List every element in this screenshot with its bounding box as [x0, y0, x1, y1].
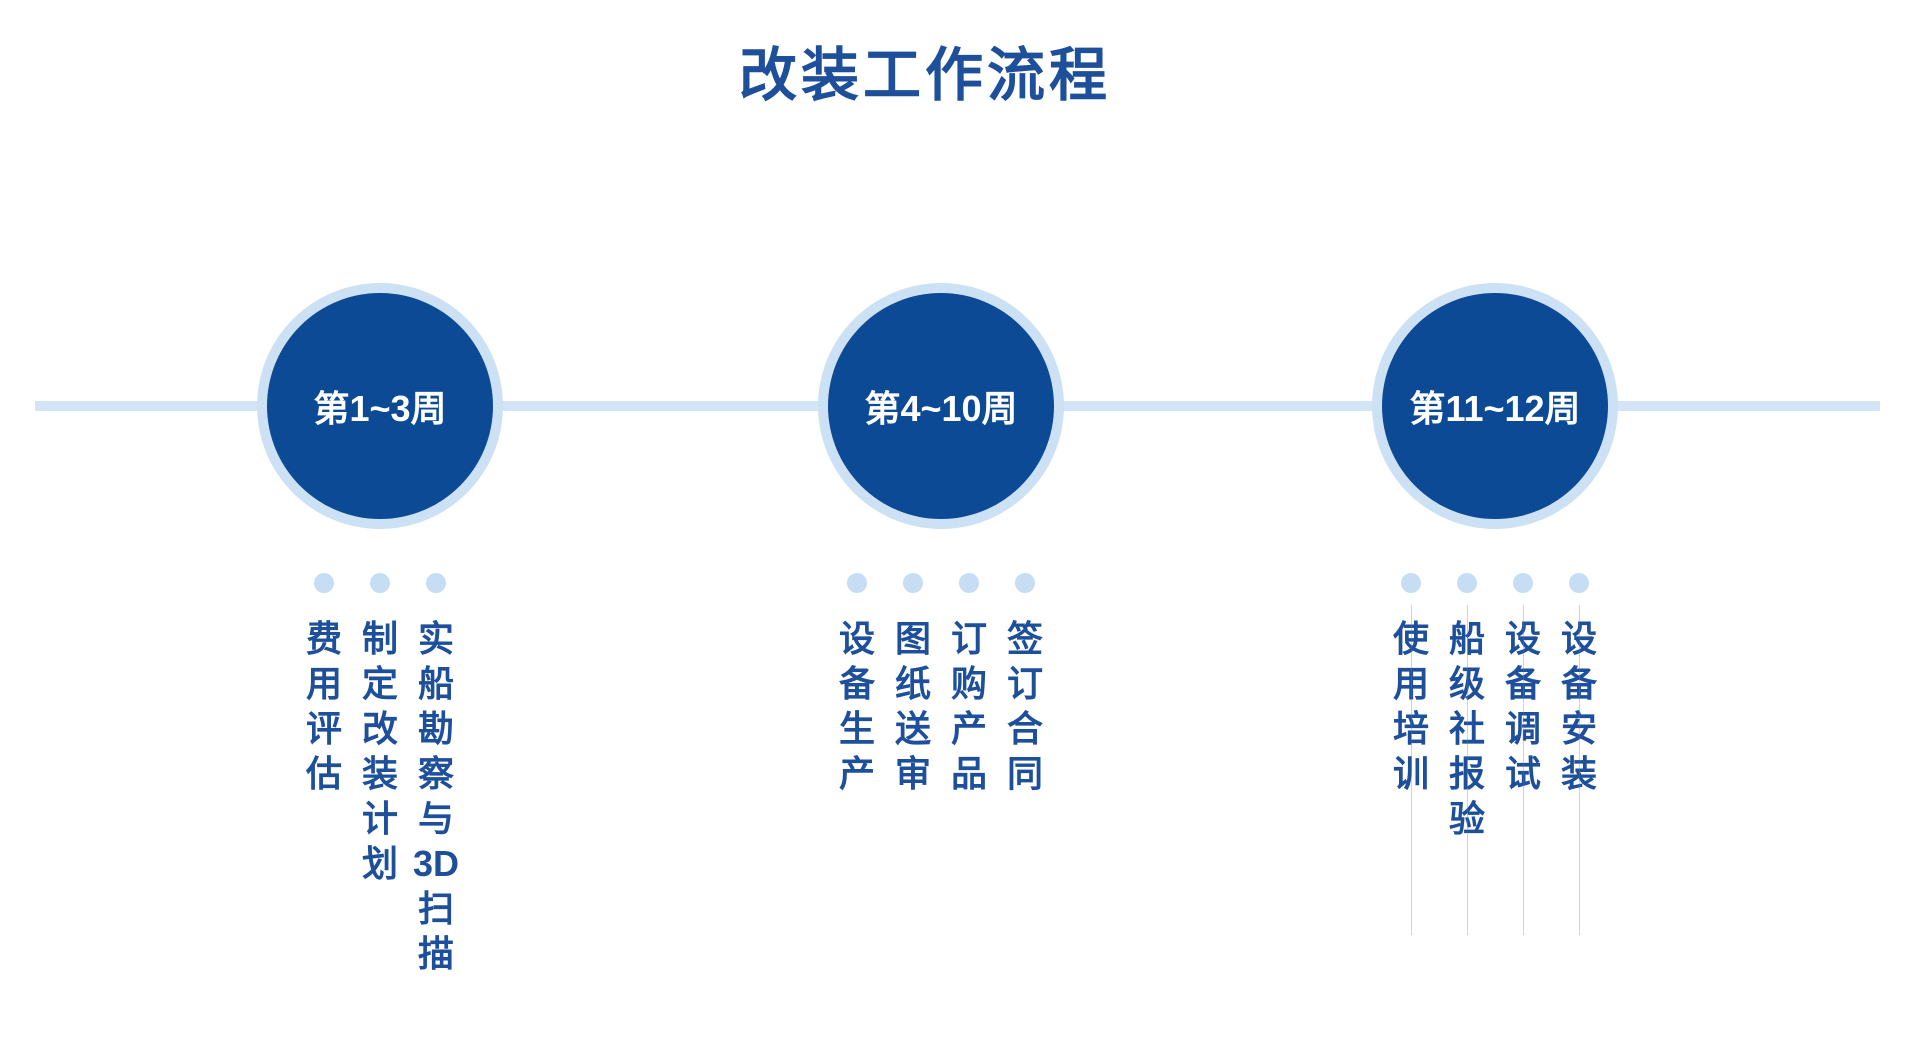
stage-period-label: 第4~10周 — [864, 388, 1018, 429]
task-label-vertical: 订购产品 — [950, 618, 987, 794]
task-column: 设备生产 — [829, 573, 885, 793]
task-label-vertical: 使用培训 — [1392, 618, 1429, 794]
stage-period-label: 第1~3周 — [313, 388, 447, 429]
timeline-dot — [370, 573, 390, 593]
task-column: 设备调试 — [1495, 573, 1551, 935]
timeline-dot — [903, 573, 923, 593]
task-column: 制定改装计划 — [352, 573, 408, 973]
task-group-week4-10: 签订合同 订购产品 图纸送审 设备生产 — [829, 573, 1053, 793]
stage-circle-week4-10: 第4~10周 — [828, 293, 1054, 519]
task-column: 订购产品 — [941, 573, 997, 793]
timeline-dot — [314, 573, 334, 593]
timeline-dot — [847, 573, 867, 593]
task-column: 费用评估 — [296, 573, 352, 973]
task-label-vertical: 船级社报验 — [1448, 618, 1485, 839]
stage-period-label: 第11~12周 — [1409, 388, 1581, 429]
task-label-vertical: 图纸送审 — [894, 618, 931, 794]
timeline-dot — [959, 573, 979, 593]
task-column: 船级社报验 — [1439, 573, 1495, 935]
task-label-vertical: 设备调试 — [1504, 618, 1541, 794]
timeline-dot — [1513, 573, 1533, 593]
task-column: 使用培训 — [1383, 573, 1439, 935]
task-group-week11-12: 设备安装 设备调试 船级社报验 使用培训 — [1383, 573, 1607, 935]
timeline-dot — [1569, 573, 1589, 593]
task-label-vertical: 费用评估 — [305, 618, 342, 794]
task-label-vertical: 设备安装 — [1560, 618, 1597, 794]
task-label-vertical: 设备生产 — [838, 618, 875, 794]
stage-circle-week1-3: 第1~3周 — [267, 293, 493, 519]
stage-circle-week11-12: 第11~12周 — [1382, 293, 1608, 519]
timeline-dot — [1401, 573, 1421, 593]
task-label-vertical: 签订合同 — [1006, 618, 1043, 794]
timeline-dot — [426, 573, 446, 593]
page-title: 改装工作流程 — [738, 43, 1111, 108]
timeline-dot — [1015, 573, 1035, 593]
timeline-dot — [1457, 573, 1477, 593]
task-column: 图纸送审 — [885, 573, 941, 793]
task-label-vertical: 制定改装计划 — [361, 618, 398, 884]
task-column: 设备安装 — [1551, 573, 1607, 935]
task-column: 签订合同 — [997, 573, 1053, 793]
